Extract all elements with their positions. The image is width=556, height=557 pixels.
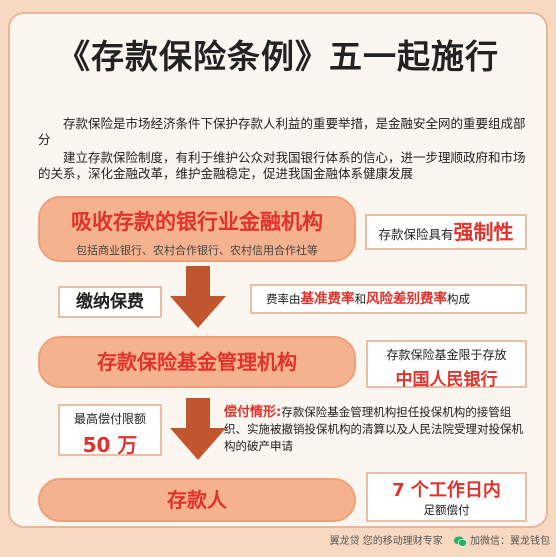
rate-note: 费率由基准费率和风险差别费率构成: [250, 284, 527, 314]
rate-suffix: 构成: [447, 292, 470, 306]
rate-risk: 风险差别费率: [366, 291, 447, 307]
intro-paragraph-1: 存款保险是市场经济条件下保护存款人利益的重要举措，是金融安全网的重要组成部分: [38, 116, 526, 147]
pay-premium-label: 缴纳保费: [58, 286, 162, 318]
fund-note: 存款保险基金限于存放 中国人民银行: [366, 340, 527, 390]
down-arrow-icon: [170, 398, 226, 460]
days-big: 7 个工作日内: [392, 480, 501, 501]
compulsory-note: 存款保险具有强制性: [365, 214, 527, 250]
repay-description: 偿付情形:存款保险基金管理机构担任投保机构的接管组织、实施被撤销投保机构的清算以…: [224, 404, 529, 455]
rate-prefix: 费率由: [266, 292, 301, 306]
page-title: 《存款保险条例》五一起施行: [57, 37, 499, 76]
footer: 翼龙贷 您的移动理财专家 加微信：翼龙钱包: [300, 532, 550, 547]
footer-brand: 翼龙贷 您的移动理财专家: [329, 536, 443, 547]
wechat-icon: [454, 536, 467, 547]
days-sub: 足额偿付: [423, 503, 470, 517]
intro-paragraph-2: 建立存款保险制度，有利于维护公众对我国银行体系的信心，进一步理顺政府和市场的关系…: [38, 150, 526, 181]
repay-text: 存款保险基金管理机构担任投保机构的接管组织、实施被撤销投保机构的清算以及人民法院…: [224, 405, 523, 453]
flow-step-banks-sub: 包括商业银行、农村合作银行、农村信用合作社等: [76, 244, 318, 257]
rate-base: 基准费率: [300, 291, 355, 307]
limit-value: 50 万: [82, 433, 138, 457]
limit-note: 最高偿付限额 50 万: [58, 404, 162, 457]
flow-step-fund-agency: 存款保险基金管理机构: [38, 336, 356, 388]
footer-wechat: 加微信：翼龙钱包: [470, 536, 550, 547]
fund-big: 中国人民银行: [395, 370, 498, 390]
repay-title: 偿付情形:: [224, 405, 282, 420]
fund-prefix: 存款保险基金限于存放: [386, 348, 507, 362]
limit-label: 最高偿付限额: [73, 412, 146, 426]
flow-step-banks: 吸收存款的银行业金融机构 包括商业银行、农村合作银行、农村信用合作社等: [38, 196, 356, 262]
flow-step-banks-label: 吸收存款的银行业金融机构: [71, 210, 323, 234]
compulsory-prefix: 存款保险具有: [378, 227, 454, 242]
flow-step-depositors: 存款人: [38, 478, 356, 522]
compulsory-big: 强制性: [453, 220, 514, 244]
down-arrow-icon: [170, 266, 226, 328]
rate-and: 和: [354, 292, 367, 306]
days-note: 7 个工作日内 足额偿付: [366, 472, 527, 522]
